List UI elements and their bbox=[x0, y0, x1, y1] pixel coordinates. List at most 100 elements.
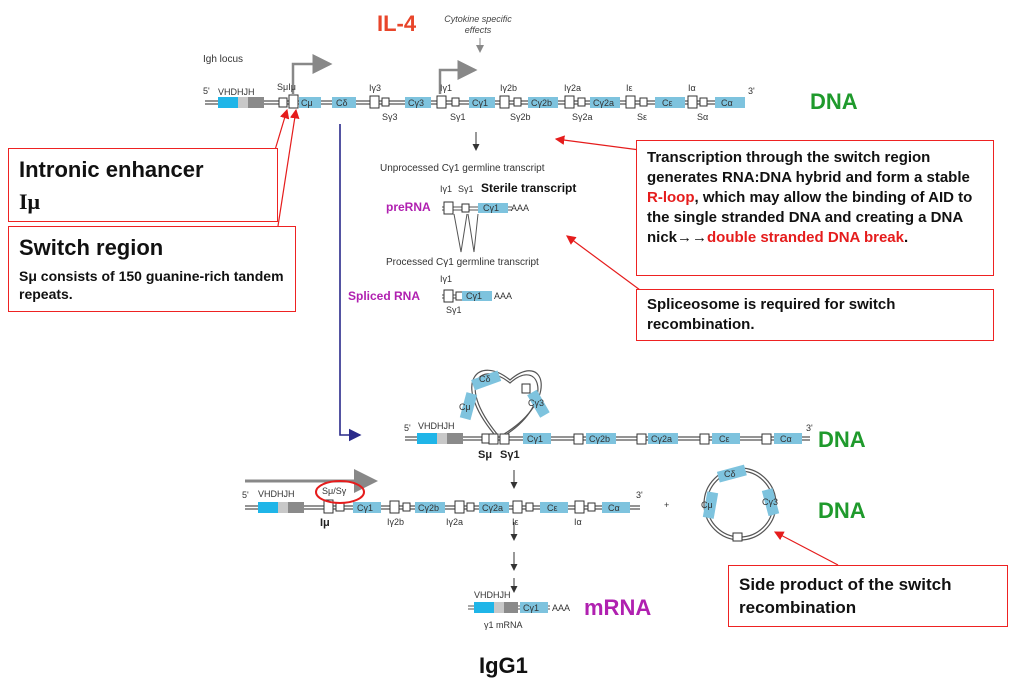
spl-i-gamma1: Iγ1 bbox=[440, 274, 453, 284]
low-smu-sgamma: Sμ/Sγ bbox=[322, 486, 347, 496]
low-cgamma2a: Cγ2a bbox=[482, 503, 504, 513]
switch-region-box: Switch region Sμ consists of 150 guanine… bbox=[8, 226, 296, 312]
s-alpha: Sα bbox=[697, 112, 709, 122]
recombination-arrow bbox=[339, 124, 362, 442]
gene-cmu: Cμ bbox=[301, 98, 313, 108]
low-i-epsilon: Iε bbox=[512, 517, 519, 527]
spliceosome-box: Spliceosome is required for switch recom… bbox=[636, 289, 994, 341]
pre-i-gamma1: Iγ1 bbox=[440, 184, 453, 194]
low-i-gamma2b: Iγ2b bbox=[387, 517, 405, 527]
side-product-box: Side product of the switch recombination bbox=[728, 565, 1008, 627]
mid-cgamma2b: Cγ2b bbox=[589, 434, 611, 444]
side-product-text: Side product of the switch recombination bbox=[739, 575, 952, 617]
low-vdj-label: VHDHJH bbox=[258, 489, 295, 499]
low-five-prime: 5' bbox=[242, 490, 249, 500]
spl-aaa: AAA bbox=[494, 291, 513, 301]
low-three-prime: 3' bbox=[636, 490, 643, 500]
mid-cgamma1: Cγ1 bbox=[527, 434, 544, 444]
unprocessed-label: Unprocessed Cγ1 germline transcript bbox=[380, 163, 545, 174]
prerna-label: preRNA bbox=[386, 200, 431, 214]
top-three-prime: 3' bbox=[748, 86, 755, 96]
switch-sub: Sμ consists of 150 guanine-rich tandem r… bbox=[19, 268, 284, 302]
loop-cmu: Cμ bbox=[459, 402, 471, 412]
mrna-aaa: AAA bbox=[552, 603, 571, 613]
gene-calpha: Cα bbox=[721, 98, 733, 108]
middle-locus bbox=[405, 369, 810, 445]
low-calpha: Cα bbox=[608, 503, 620, 513]
mid-calpha: Cα bbox=[780, 434, 792, 444]
circle-dna bbox=[702, 464, 780, 542]
spliced-label: Spliced RNA bbox=[348, 289, 421, 303]
dna-circle-label: DNA bbox=[818, 498, 866, 523]
low-cgamma1: Cγ1 bbox=[357, 503, 374, 513]
s-gamma2b: Sγ2b bbox=[510, 112, 531, 122]
intronic-enhancer-box: Intronic enhancer Iμ bbox=[8, 148, 278, 222]
i-gamma1: Iγ1 bbox=[440, 83, 453, 93]
low-cepsilon: Cε bbox=[547, 503, 558, 513]
mrna-vdj-label: VHDHJH bbox=[474, 590, 511, 600]
pre-s-gamma1: Sγ1 bbox=[458, 184, 474, 194]
igh-locus-label: Igh locus bbox=[203, 54, 244, 65]
s-gamma3: Sγ3 bbox=[382, 112, 398, 122]
circle-cgamma3: Cγ3 bbox=[762, 497, 779, 507]
top-locus bbox=[205, 38, 745, 109]
i-gamma3: Iγ3 bbox=[369, 83, 382, 93]
transcription-break: double stranded DNA break bbox=[707, 229, 904, 246]
low-i-alpha: Iα bbox=[574, 517, 582, 527]
top-vdj-label: VHDHJH bbox=[218, 87, 255, 97]
processed-label: Processed Cγ1 germline transcript bbox=[386, 257, 539, 268]
mid-three-prime: 3' bbox=[806, 423, 813, 433]
prerna-transcript bbox=[442, 201, 512, 253]
top-five-prime: 5' bbox=[203, 86, 210, 96]
circle-cdelta: Cδ bbox=[724, 469, 736, 479]
sterile-label: Sterile transcript bbox=[481, 181, 577, 195]
dna-top-label: DNA bbox=[810, 89, 858, 114]
igg1-label: IgG1 bbox=[479, 653, 528, 678]
mrna-row bbox=[468, 602, 550, 613]
low-i-mu: Iμ bbox=[320, 517, 330, 529]
gene-cepsilon: Cε bbox=[662, 98, 673, 108]
mid-vdj-label: VHDHJH bbox=[418, 421, 455, 431]
transcription-end: . bbox=[904, 229, 909, 246]
circle-cmu: Cμ bbox=[701, 500, 713, 510]
spl-cgamma1: Cγ1 bbox=[466, 291, 483, 301]
pre-cgamma1: Cγ1 bbox=[483, 203, 500, 213]
loop-cdelta: Cδ bbox=[479, 374, 491, 384]
il4-label: IL-4 bbox=[377, 11, 417, 36]
top-smu-imu-label: SμIμ bbox=[277, 82, 296, 92]
pre-aaa: AAA bbox=[511, 203, 530, 213]
gene-cgamma1: Cγ1 bbox=[472, 98, 489, 108]
spliceosome-text: Spliceosome is required for switch recom… bbox=[647, 296, 896, 333]
cytokine-effects-label: Cytokine specific effects bbox=[444, 14, 512, 35]
gene-cdelta: Cδ bbox=[336, 98, 348, 108]
mrna-label: mRNA bbox=[584, 595, 652, 620]
i-epsilon: Iε bbox=[626, 83, 633, 93]
mid-cepsilon: Cε bbox=[719, 434, 730, 444]
i-gamma2a: Iγ2a bbox=[564, 83, 582, 93]
mid-s-mu: Sμ bbox=[478, 449, 493, 461]
i-alpha: Iα bbox=[688, 83, 696, 93]
i-gamma2b: Iγ2b bbox=[500, 83, 518, 93]
s-epsilon: Sε bbox=[637, 112, 648, 122]
spliced-transcript bbox=[442, 289, 492, 303]
loop-cgamma3: Cγ3 bbox=[528, 398, 545, 408]
mrna-cgamma1: Cγ1 bbox=[523, 603, 540, 613]
low-cgamma2b: Cγ2b bbox=[418, 503, 440, 513]
transcription-pre: Transcription through the switch region … bbox=[647, 149, 970, 186]
intronic-sub: Iμ bbox=[19, 189, 41, 214]
mid-five-prime: 5' bbox=[404, 423, 411, 433]
dna-mid-label: DNA bbox=[818, 427, 866, 452]
intronic-title: Intronic enhancer bbox=[19, 157, 204, 182]
plus-sign: + bbox=[664, 500, 670, 510]
lower-locus bbox=[245, 469, 640, 514]
mid-cgamma2a: Cγ2a bbox=[651, 434, 673, 444]
transcription-rloop: R-loop bbox=[647, 189, 695, 206]
s-gamma1: Sγ1 bbox=[450, 112, 466, 122]
switch-title: Switch region bbox=[19, 235, 164, 260]
s-gamma2a: Sγ2a bbox=[572, 112, 593, 122]
transcription-text: Transcription through the switch region … bbox=[647, 148, 987, 248]
transcription-mid: , which may allow the binding of AID to … bbox=[647, 189, 973, 246]
mid-s-gamma1: Sγ1 bbox=[500, 449, 520, 461]
gene-cgamma3: Cγ3 bbox=[408, 98, 425, 108]
